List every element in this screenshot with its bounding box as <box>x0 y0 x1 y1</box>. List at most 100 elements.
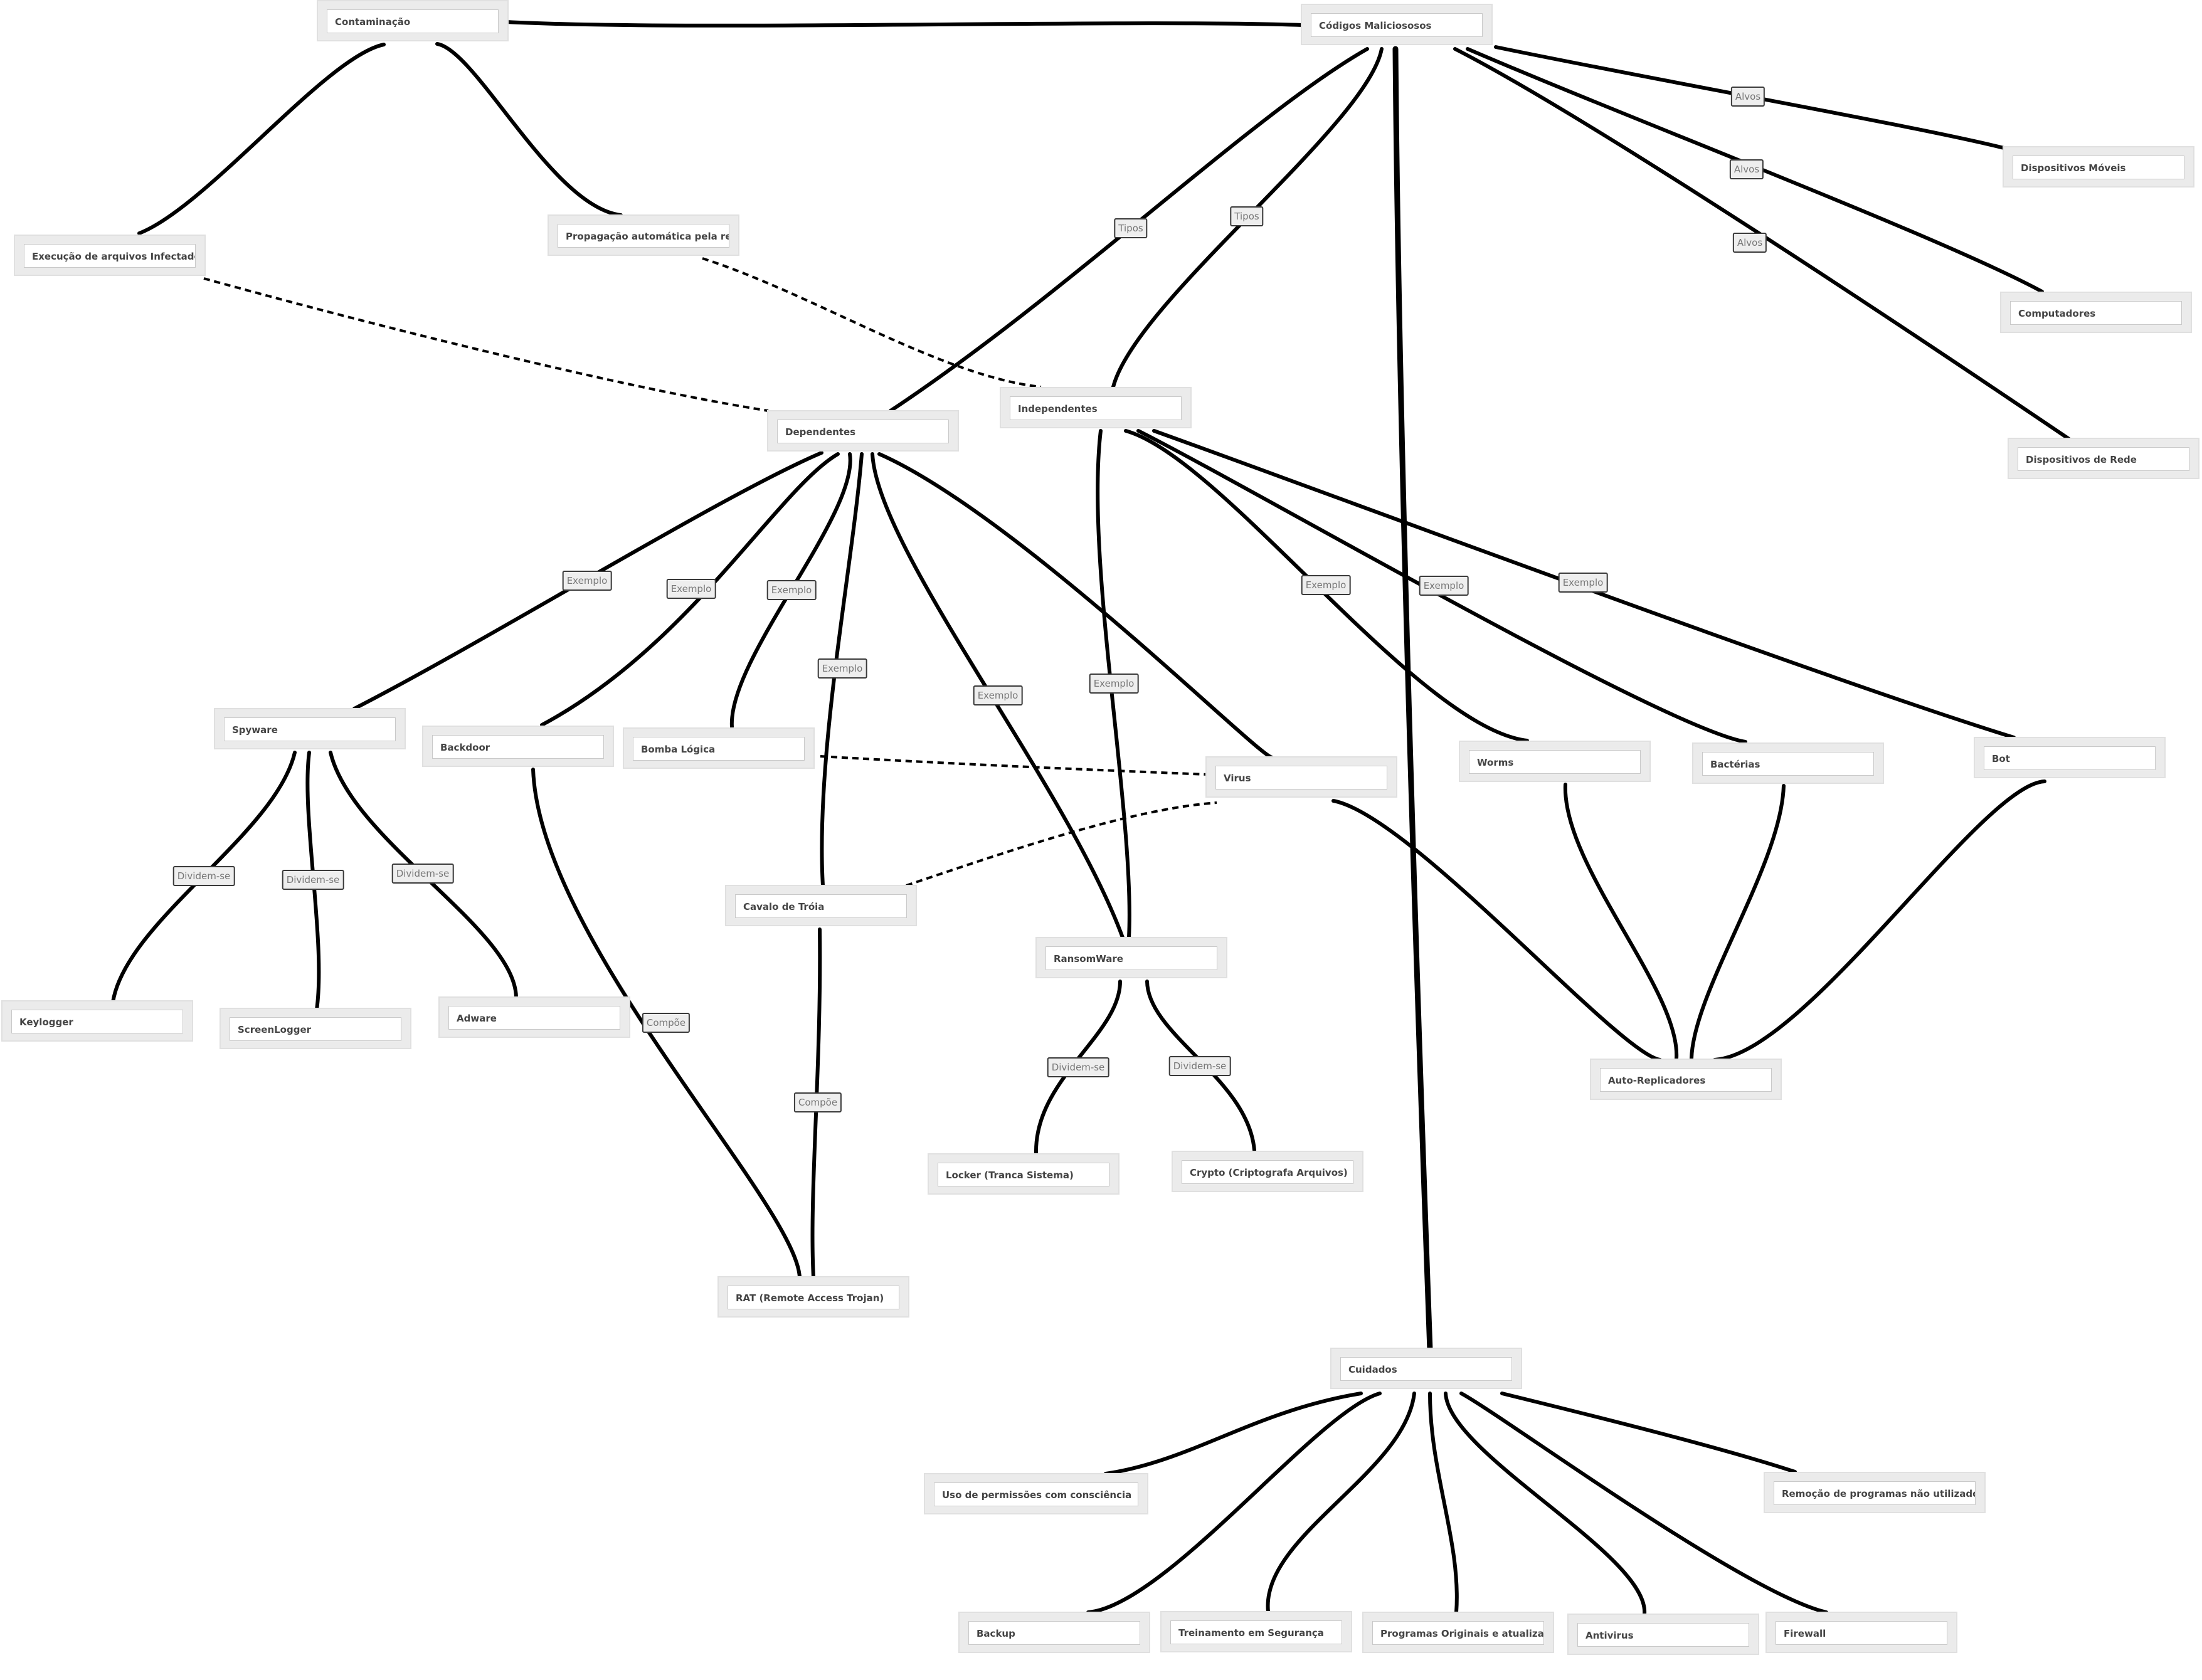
node-contaminacao[interactable]: Contaminação <box>317 0 509 41</box>
edge-label-dividem-se: Dividem-se <box>172 866 235 886</box>
node-crypto[interactable]: Crypto (Criptografa Arquivos) <box>1172 1151 1363 1192</box>
node-label: Bot <box>1992 753 2010 764</box>
node-label: RansomWare <box>1054 953 1123 964</box>
node-label: Bactérias <box>1710 759 1760 770</box>
edge-cuidados-antivirus <box>1444 1392 1647 1616</box>
node-codigos-maliciosos[interactable]: Códigos Maliciososos <box>1301 4 1493 45</box>
edge-contaminacao-propagacao <box>435 42 623 217</box>
node-bot[interactable]: Bot <box>1974 737 2166 778</box>
node-rat[interactable]: RAT (Remote Access Trojan) <box>717 1276 909 1318</box>
edge-worms-auto <box>1563 783 1679 1060</box>
relation-propagacao-independentes <box>702 257 1042 388</box>
node-label: Auto-Replicadores <box>1608 1075 1706 1086</box>
edge-label-exemplo: Exemplo <box>1301 575 1351 595</box>
node-label: Códigos Maliciososos <box>1319 20 1432 31</box>
node-label: Backup <box>977 1628 1015 1639</box>
node-uso-permissoes[interactable]: Uso de permissões com consciência <box>924 1473 1148 1514</box>
node-computadores[interactable]: Computadores <box>2000 292 2192 333</box>
edge-label-alvos: Alvos <box>1730 87 1765 107</box>
edge-contaminacao-execucao <box>137 43 386 235</box>
node-bomba-logica[interactable]: Bomba Lógica <box>623 727 815 769</box>
node-independentes[interactable]: Independentes <box>1000 387 1192 428</box>
edge-label-tipos: Tipos <box>1114 218 1148 238</box>
node-dispositivos-rede[interactable]: Dispositivos de Rede <box>2008 438 2199 479</box>
node-keylogger[interactable]: Keylogger <box>1 1000 193 1042</box>
node-label: Cavalo de Tróia <box>743 901 825 912</box>
node-label: Uso de permissões com consciência <box>942 1489 1132 1501</box>
edge-bacterias-auto <box>1690 784 1786 1060</box>
node-label: Locker (Tranca Sistema) <box>946 1170 1074 1181</box>
node-label: RAT (Remote Access Trojan) <box>736 1292 884 1304</box>
node-worms[interactable]: Worms <box>1459 741 1651 782</box>
node-label: Bomba Lógica <box>641 744 716 755</box>
node-backup[interactable]: Backup <box>958 1612 1150 1653</box>
relation-bomba-virus <box>820 755 1208 776</box>
node-virus[interactable]: Virus <box>1205 756 1397 798</box>
node-screenlogger[interactable]: ScreenLogger <box>220 1008 411 1049</box>
node-label: Worms <box>1477 757 1514 768</box>
node-label: Contaminação <box>335 16 411 28</box>
node-dependentes[interactable]: Dependentes <box>767 410 959 452</box>
edge-label-dividem-se: Dividem-se <box>282 870 344 890</box>
node-cavalo-troia[interactable]: Cavalo de Tróia <box>725 885 917 926</box>
node-label: Computadores <box>2018 308 2096 319</box>
node-adware[interactable]: Adware <box>438 996 630 1038</box>
edge-label-compoe: Compõe <box>642 1013 691 1033</box>
node-label: ScreenLogger <box>238 1024 312 1035</box>
edge-label-exemplo: Exemplo <box>766 580 817 600</box>
node-programas-originais[interactable]: Programas Originais e atualizados <box>1362 1612 1554 1653</box>
node-auto-replicadores[interactable]: Auto-Replicadores <box>1590 1059 1782 1100</box>
edge-bot-auto <box>1713 779 2046 1062</box>
node-spyware[interactable]: Spyware <box>214 708 406 749</box>
node-label: Backdoor <box>440 742 490 753</box>
edge-cuidados-treinamento <box>1266 1392 1416 1614</box>
node-cuidados[interactable]: Cuidados <box>1330 1348 1522 1389</box>
relation-cavalo-virus <box>906 801 1217 887</box>
node-dispositivos-moveis[interactable]: Dispositivos Móveis <box>2003 146 2194 188</box>
edge-label-exemplo: Exemplo <box>562 571 612 591</box>
edge-contaminacao-codigos <box>505 20 1305 28</box>
node-propagacao-rede[interactable]: Propagação automática pela rede <box>548 214 739 256</box>
edge-label-exemplo: Exemplo <box>1419 576 1469 596</box>
node-firewall[interactable]: Firewall <box>1765 1612 1957 1653</box>
node-label: Adware <box>457 1013 497 1024</box>
node-label: Virus <box>1224 773 1251 784</box>
node-execucao-arquivos[interactable]: Execução de arquivos Infectado <box>14 235 206 276</box>
node-treinamento[interactable]: Treinamento em Segurança <box>1160 1611 1352 1652</box>
edge-cuidados-programas <box>1428 1392 1459 1614</box>
edge-label-alvos: Alvos <box>1732 233 1767 253</box>
node-label: Cuidados <box>1348 1364 1397 1375</box>
node-label: Programas Originais e atualizados <box>1380 1628 1544 1639</box>
edge-cuidados-remocao <box>1500 1392 1797 1474</box>
node-label: Keylogger <box>19 1017 73 1028</box>
node-bacterias[interactable]: Bactérias <box>1692 742 1884 784</box>
node-label: Spyware <box>232 724 278 736</box>
node-label: Dispositivos Móveis <box>2021 162 2126 174</box>
node-antivirus[interactable]: Antivirus <box>1567 1614 1759 1655</box>
edge-label-exemplo: Exemplo <box>666 579 716 599</box>
node-label: Dependentes <box>785 426 856 438</box>
node-label: Dispositivos de Rede <box>2026 454 2137 465</box>
edge-label-dividem-se: Dividem-se <box>1168 1056 1231 1076</box>
edge-label-dividem-se: Dividem-se <box>1047 1057 1109 1077</box>
node-label: Crypto (Criptografa Arquivos) <box>1190 1167 1348 1178</box>
node-label: Propagação automática pela rede <box>566 231 729 242</box>
edge-virus-auto <box>1331 799 1662 1062</box>
edge-codigos-cuidados <box>1392 46 1433 1353</box>
node-backdoor[interactable]: Backdoor <box>422 726 614 767</box>
edge-label-dividem-se: Dividem-se <box>391 864 454 884</box>
node-label: Antivirus <box>1585 1630 1634 1641</box>
edge-label-tipos: Tipos <box>1230 206 1264 226</box>
node-locker[interactable]: Locker (Tranca Sistema) <box>928 1153 1120 1195</box>
node-label: Execução de arquivos Infectado <box>32 251 196 262</box>
node-ransomware[interactable]: RansomWare <box>1035 937 1227 978</box>
edge-cuidados-uso <box>1104 1392 1363 1476</box>
edge-dependentes-virus <box>877 452 1274 759</box>
node-remocao-programas[interactable]: Remoção de programas não utilizados <box>1764 1472 1986 1513</box>
node-label: Firewall <box>1784 1628 1826 1639</box>
node-label: Treinamento em Segurança <box>1178 1627 1324 1639</box>
edge-label-exemplo: Exemplo <box>817 658 867 679</box>
edge-label-exemplo: Exemplo <box>1089 674 1139 694</box>
